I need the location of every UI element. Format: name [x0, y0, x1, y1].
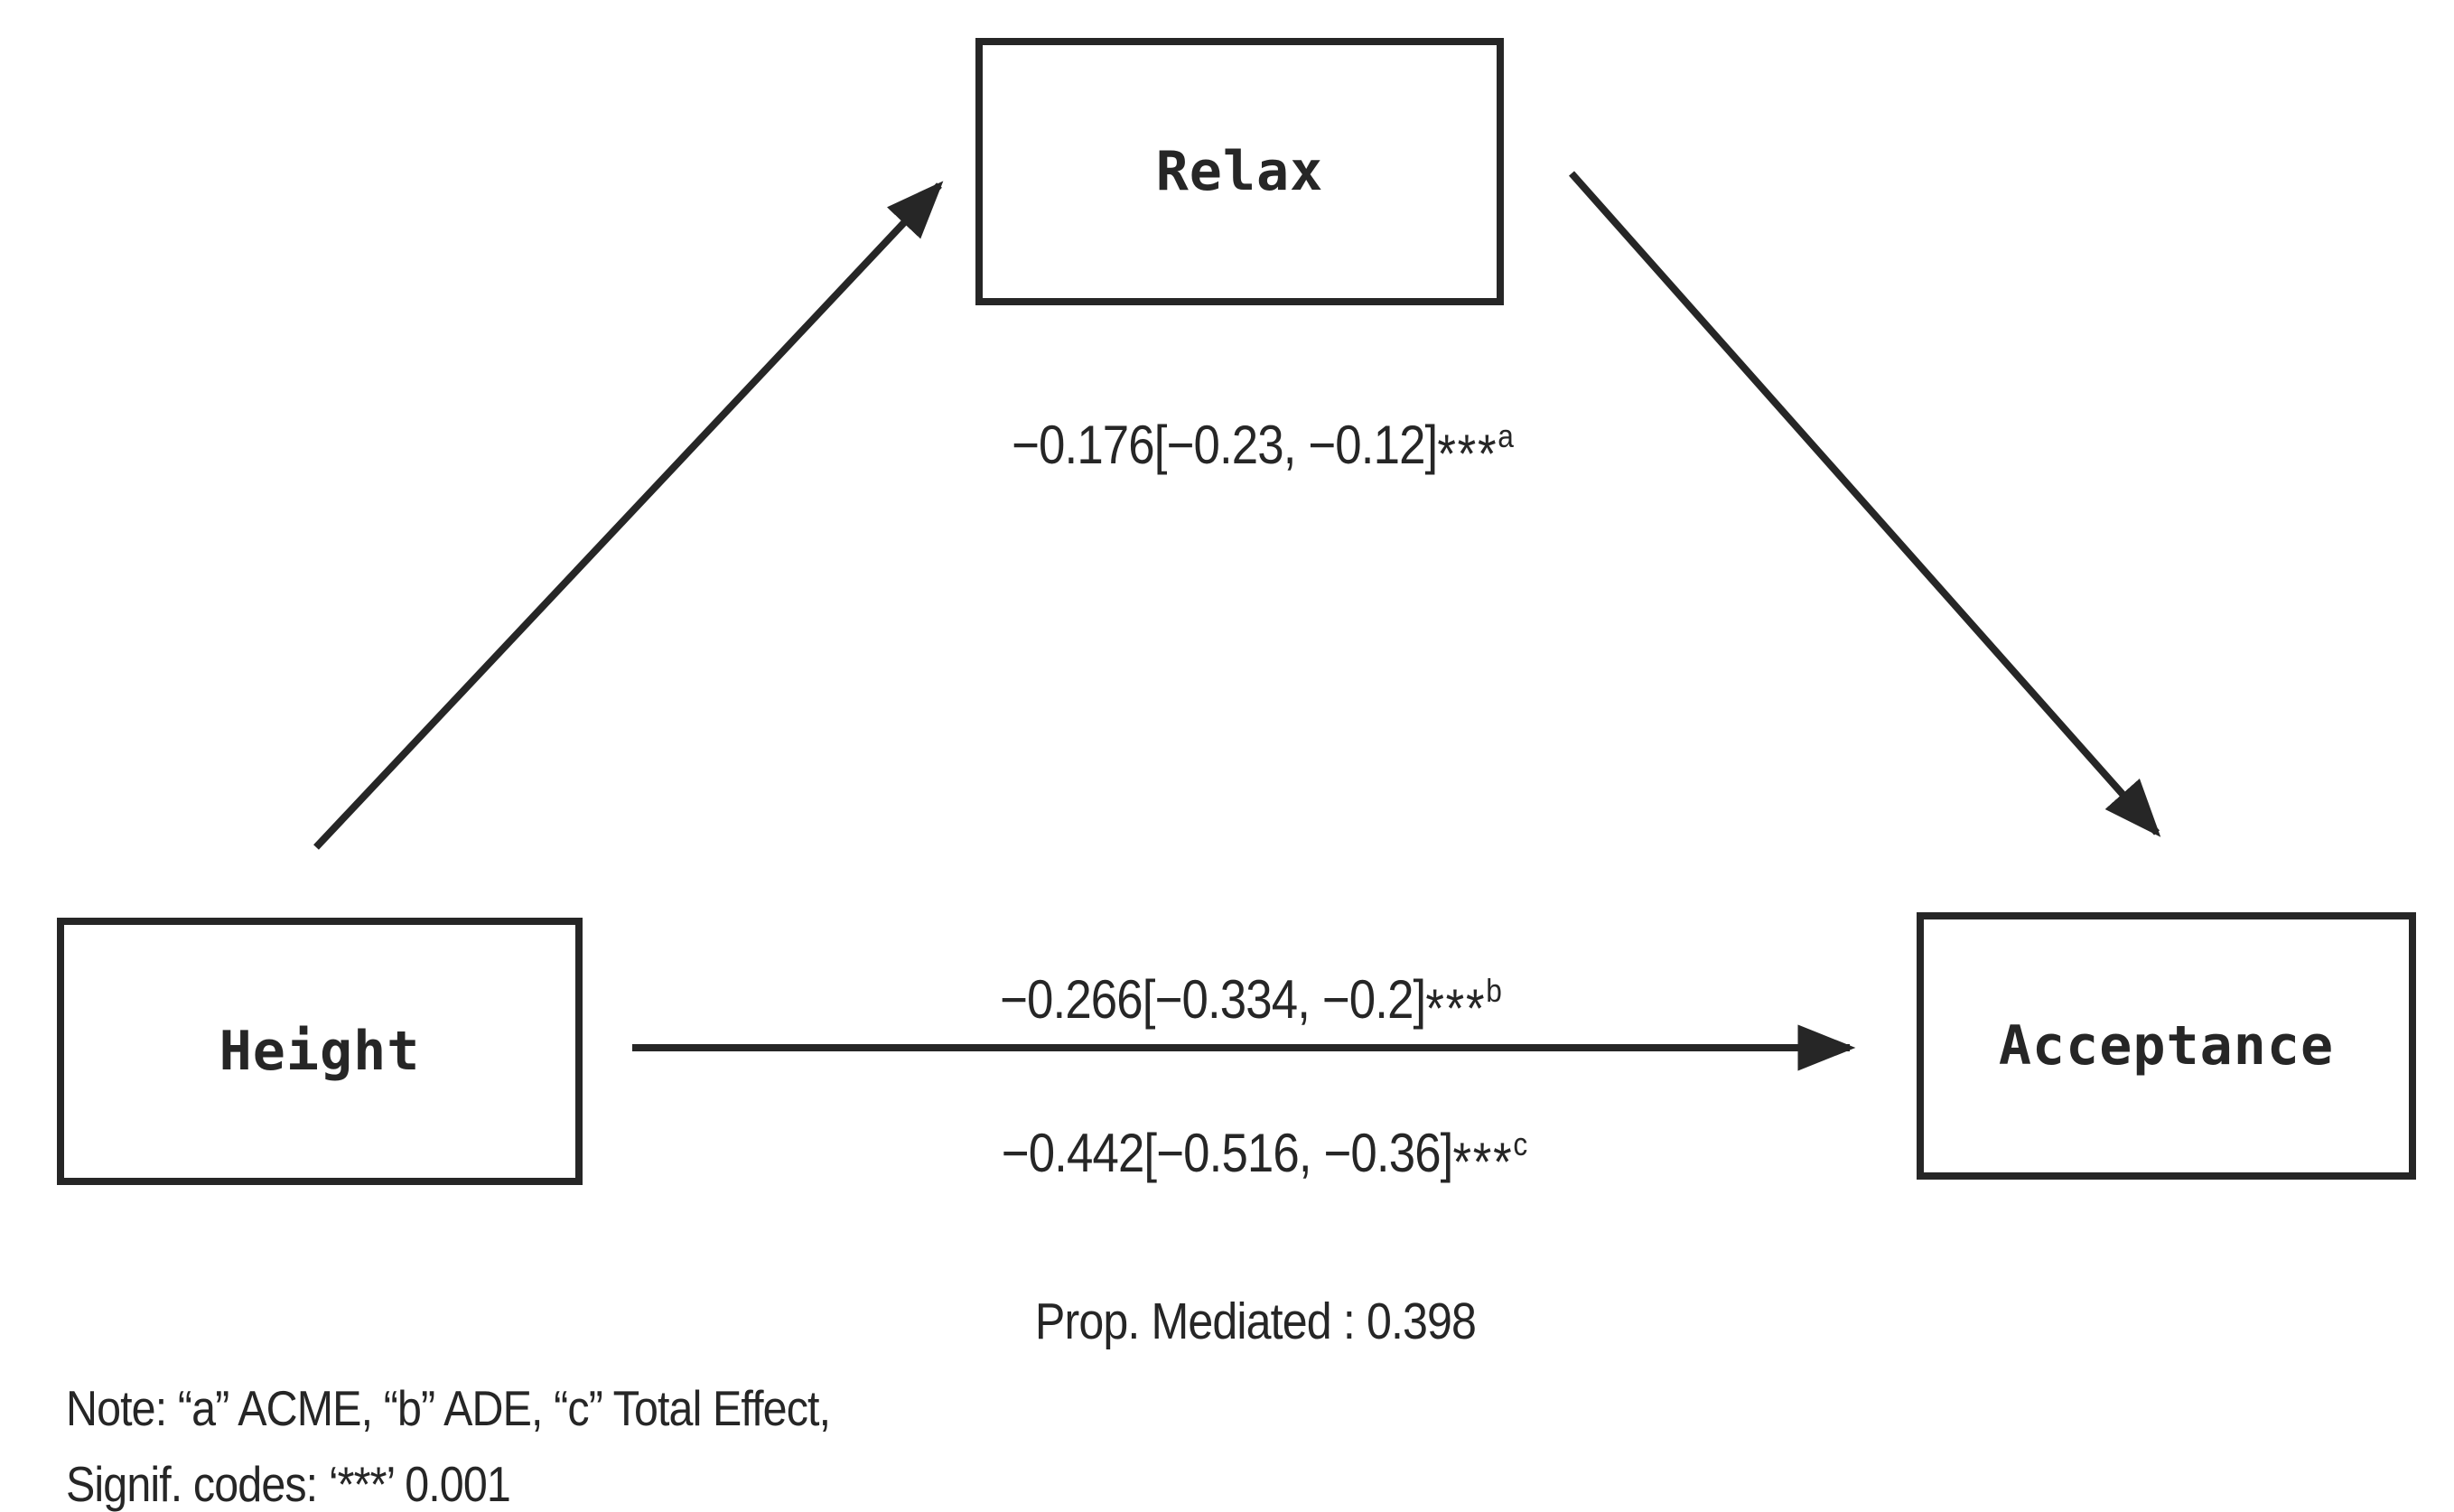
node-height: Height — [57, 918, 583, 1185]
path-label-ade: −0.266[−0.334, −0.2]***b — [966, 968, 1536, 1039]
prop-mediated-value: Prop. Mediated : 0.398 — [1034, 1293, 1477, 1350]
notes-block: Note: “a” ACME, “b” ADE, “c” Total Effec… — [66, 1371, 935, 1512]
note-line-1: Note: “a” ACME, “b” ADE, “c” Total Effec… — [66, 1380, 831, 1436]
ade-estimate: −0.266[−0.334, −0.2] — [1000, 969, 1426, 1030]
node-relax: Relax — [975, 38, 1504, 305]
path-label-acme: −0.176[−0.23, −0.12]***a — [977, 414, 1548, 484]
acme-stars: *** — [1437, 423, 1498, 484]
total-stars: *** — [1452, 1131, 1514, 1192]
ade-stars: *** — [1425, 977, 1487, 1039]
acme-superscript: a — [1498, 417, 1514, 454]
node-acceptance-label: Acceptance — [1998, 1014, 2335, 1078]
total-estimate: −0.442[−0.516, −0.36] — [1001, 1123, 1454, 1183]
total-superscript: c — [1513, 1125, 1528, 1162]
arrow-relax-to-acceptance — [1569, 171, 2161, 837]
arrow-height-to-relax — [313, 181, 944, 850]
note-line-2: Signif. codes: ‘***’ 0.001 — [66, 1455, 511, 1512]
ade-superscript: b — [1486, 972, 1502, 1009]
node-relax-label: Relax — [1155, 140, 1324, 203]
path-label-total: −0.442[−0.516, −0.36]***c — [966, 1122, 1563, 1192]
node-acceptance: Acceptance — [1917, 912, 2416, 1180]
node-height-label: Height — [219, 1020, 421, 1083]
acme-estimate: −0.176[−0.23, −0.12] — [1012, 415, 1438, 475]
prop-mediated-text: Prop. Mediated : 0.398 — [1005, 1292, 1507, 1351]
